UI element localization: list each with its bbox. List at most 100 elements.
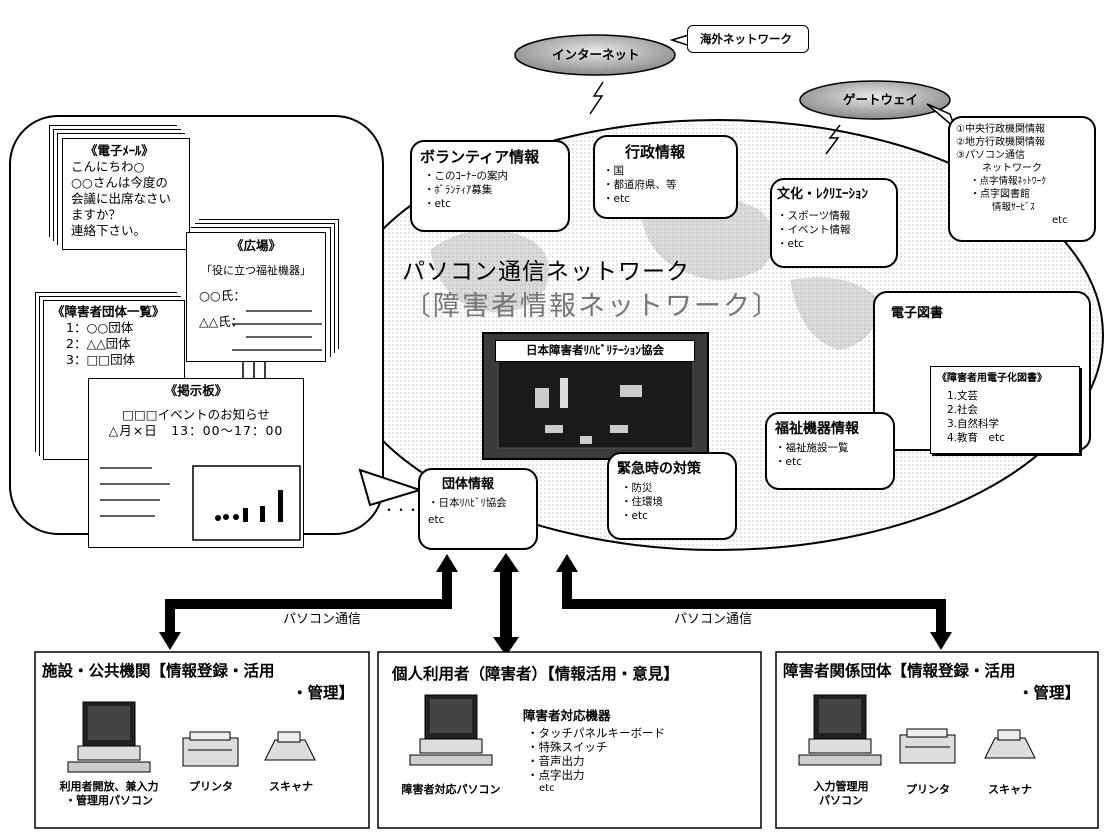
device-item: ・特殊スイッチ xyxy=(527,740,608,754)
gateway-label: ゲートウェイ xyxy=(843,92,919,107)
volunteer-item: ・このｺｰﾅｰの案内 xyxy=(424,170,508,182)
plaza-screen[interactable]: 《広場》 「役に立つ福祉機器」 ○○氏： △△氏： xyxy=(186,232,326,362)
culture-item: ・イベント情報 xyxy=(777,224,851,236)
volunteer-title: ボランティア情報 xyxy=(420,148,540,166)
ebook-item: 1.文芸 xyxy=(947,390,979,402)
link-label-right: パソコン通信 xyxy=(674,612,753,627)
org-title: 障害者関係団体【情報登録・活用 xyxy=(783,662,1016,680)
plaza-title: 《広場》 xyxy=(230,238,281,253)
callout-tail xyxy=(358,468,424,507)
lightning-icon-2 xyxy=(825,124,841,155)
board-screen[interactable]: 《掲示板》 □□□イベントのお知らせ △月×日 13：00～17：00 xyxy=(88,378,304,548)
facility-title-2: ・管理】 xyxy=(292,684,355,702)
admin-box[interactable]: 行政情報 ・国 ・都道府県、等 ・etc xyxy=(593,135,738,219)
culture-item: ・etc xyxy=(777,238,804,250)
admin-item: ・etc xyxy=(603,193,630,205)
board-date: △月×日 13：00～17：00 xyxy=(108,423,284,438)
network-subtitle: 〔障害者情報ネットワーク〕 xyxy=(404,291,781,322)
connection-arrows xyxy=(159,553,952,656)
facility-printer-label: プリンタ xyxy=(189,780,233,793)
groups-line: 3：□□団体 xyxy=(66,352,136,367)
individual-pc-caption: 障害者対応パソコン xyxy=(401,783,501,796)
email-line: こんにちわ○ xyxy=(71,159,145,174)
culture-title: 文化・ﾚｸﾘｴｰｼｮﾝ xyxy=(777,187,869,202)
ebook-item: 3.自然科学 xyxy=(947,418,1000,430)
facility-scanner-label: スキャナ xyxy=(269,780,313,793)
group-item: ・日本ﾘﾊﾋﾞﾘ協会 xyxy=(428,497,507,509)
gateway-item: ①中央行政機関情報 xyxy=(956,124,1045,135)
email-line: 会議に出席なさい xyxy=(71,191,172,206)
org-title-2: ・管理】 xyxy=(1018,684,1081,702)
org-printer-label: プリンタ xyxy=(906,783,950,796)
device-item: ・音声出力 xyxy=(527,754,585,768)
gateway-item: ③パソコン通信 xyxy=(956,150,1025,161)
gateway-info-box: ①中央行政機関情報 ②地方行政機関情報 ③パソコン通信 ネットワーク ・点字情報… xyxy=(948,116,1096,242)
email-screen[interactable]: 《電子ﾒｰﾙ》 こんにちわ○ ○○さんは今度の 会議に出席なさい ますか？ 連絡… xyxy=(62,138,190,250)
overseas-network-box: 海外ネットワーク xyxy=(687,25,809,53)
ebook-title: 電子図書 xyxy=(891,306,944,321)
board-title: 《掲示板》 xyxy=(164,383,228,398)
emergency-item: ・防災 xyxy=(621,482,653,494)
gateway-item: etc xyxy=(1052,215,1068,226)
gateway-item: ②地方行政機関情報 xyxy=(956,137,1045,148)
pc-icon-3 xyxy=(798,694,882,766)
ebook-item: 2.社会 xyxy=(947,404,979,416)
org-pc-caption-2: パソコン xyxy=(819,794,863,807)
gateway-item: ・点字情報ﾈｯﾄﾜｰｸ xyxy=(970,176,1047,187)
volunteer-item: ・etc xyxy=(424,198,451,210)
internet-cloud xyxy=(514,34,676,76)
printer-icon-2 xyxy=(899,728,956,764)
volunteer-item: ・ﾎﾞﾗﾝﾃｨｱ募集 xyxy=(424,184,493,196)
group-item: etc xyxy=(428,514,445,526)
facility-title: 施設・公共機関【情報登録・活用 xyxy=(42,662,275,680)
emergency-title: 緊急時の対策 xyxy=(617,461,701,477)
facility-pc-caption-2: ・管理用パソコン xyxy=(65,794,153,807)
email-title: 《電子ﾒｰﾙ》 xyxy=(85,143,154,158)
group-title: 団体情報 xyxy=(442,477,495,492)
email-line: ますか？ xyxy=(71,207,122,222)
plaza-headline: 「役に立つ福祉機器」 xyxy=(201,264,311,277)
ebook-item: 4.教育 etc xyxy=(947,432,1005,444)
device-item: ・点字出力 xyxy=(527,768,585,782)
group-dots: ・・・ xyxy=(383,503,420,517)
volunteer-box[interactable]: ボランティア情報 ・このｺｰﾅｰの案内 ・ﾎﾞﾗﾝﾃｨｱ募集 ・etc xyxy=(410,140,570,232)
ebook-inner-box: 《障害者用電子化図書》 1.文芸 2.社会 3.自然科学 4.教育 etc xyxy=(930,366,1080,454)
admin-item: ・国 xyxy=(603,165,624,177)
welfare-title: 福祉機器情報 xyxy=(775,421,859,437)
device-item: ・タッチパネルキーボード xyxy=(527,726,665,740)
scanner-icon xyxy=(264,731,316,761)
pc-icon xyxy=(67,701,151,773)
emergency-box[interactable]: 緊急時の対策 ・防災 ・住環境 ・etc xyxy=(607,452,737,540)
welfare-box[interactable]: 福祉機器情報 ・福祉施設一覧 ・etc xyxy=(765,412,895,490)
admin-title: 行政情報 xyxy=(625,143,686,161)
gateway-item: ・点字図書館 xyxy=(970,189,1030,200)
gateway-item: ネットワーク xyxy=(982,163,1042,174)
ebook-inner-title: 《障害者用電子化図書》 xyxy=(937,373,1047,384)
culture-item: ・スポーツ情報 xyxy=(777,210,851,222)
internet-label: インターネット xyxy=(552,47,640,62)
admin-item: ・都道府県、等 xyxy=(603,179,677,191)
group-box[interactable]: 団体情報 ・日本ﾘﾊﾋﾞﾘ協会 etc xyxy=(418,468,538,550)
center-label: 日本障害者ﾘﾊﾋﾞﾘﾃｰｼｮﾝ協会 xyxy=(495,340,695,362)
email-line: 連絡下さい。 xyxy=(71,223,147,238)
individual-title: 個人利用者（障害者）【情報活用・意見】 xyxy=(392,665,679,683)
email-line: ○○さんは今度の xyxy=(71,175,168,190)
gateway-item: 情報ｻｰﾋﾞｽ xyxy=(992,202,1035,213)
groups-line: 2：△△団体 xyxy=(66,336,131,351)
facility-pc-caption: 利用者開放、兼入力 xyxy=(59,780,159,793)
individual-devices-list: ・タッチパネルキーボード ・特殊スイッチ ・音声出力 ・点字出力 etc xyxy=(527,726,665,796)
emergency-item: ・住環境 xyxy=(621,496,663,508)
plaza-line: ○○氏： xyxy=(199,288,246,303)
groups-title: 《障害者団体一覧》 xyxy=(52,304,165,319)
gateway-cloud xyxy=(799,80,951,120)
board-headline: □□□イベントのお知らせ xyxy=(122,407,270,422)
printer-icon xyxy=(182,731,239,767)
link-label-left: パソコン通信 xyxy=(283,612,362,627)
lightning-icon xyxy=(589,81,604,115)
plaza-line: △△氏： xyxy=(199,314,244,329)
network-title: パソコン通信ネットワーク xyxy=(402,259,690,285)
culture-box[interactable]: 文化・ﾚｸﾘｴｰｼｮﾝ ・スポーツ情報 ・イベント情報 ・etc xyxy=(770,178,898,268)
welfare-item: ・福祉施設一覧 xyxy=(775,442,849,454)
org-scanner-label: スキャナ xyxy=(988,783,1032,796)
welfare-item: ・etc xyxy=(775,456,802,468)
